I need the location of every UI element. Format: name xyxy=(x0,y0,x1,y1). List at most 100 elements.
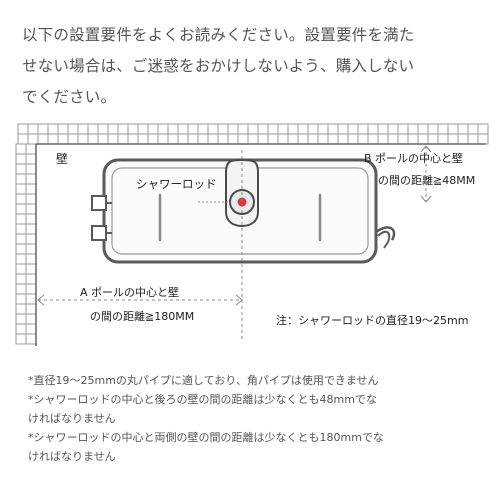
wall-tile xyxy=(25,163,37,175)
wall-tile xyxy=(25,173,37,185)
note-line-2: *シャワーロッドの中心と後ろの壁の間の距離は少なくとも48mmでな xyxy=(28,393,377,406)
wall-tile xyxy=(207,123,219,135)
wall-tile xyxy=(15,293,27,305)
warning-line-3: でください。 xyxy=(22,88,117,106)
wall-tile xyxy=(17,123,29,135)
wall-tile xyxy=(97,123,109,135)
shower-rod xyxy=(229,189,255,215)
wall-tile xyxy=(15,213,27,225)
wall-tile xyxy=(25,283,37,295)
wall-tile xyxy=(97,133,109,145)
wall-tile xyxy=(77,123,89,135)
wall-tile xyxy=(177,123,189,135)
dimension-a-label-line-1: A ポールの中心と壁 xyxy=(80,286,180,299)
wall-tile xyxy=(15,323,27,335)
wall-tile xyxy=(307,133,319,145)
wall-tile xyxy=(27,133,39,145)
wall-tile xyxy=(317,123,329,135)
wall-tile xyxy=(407,133,419,145)
wall-tile xyxy=(147,123,159,135)
wall-tile xyxy=(347,133,359,145)
wall-tile xyxy=(127,133,139,145)
wall-tile xyxy=(227,123,239,135)
warning-line-1: 以下の設置要件をよくお読みください。設置要件を満た xyxy=(22,26,415,44)
wall-tile xyxy=(337,133,349,145)
wall-tile xyxy=(15,173,27,185)
wall-tile xyxy=(25,273,37,285)
wall-tile xyxy=(15,203,27,215)
wall-tile xyxy=(107,123,119,135)
wall-tile xyxy=(15,153,27,165)
wall-tile xyxy=(87,123,99,135)
rod-center-dot xyxy=(237,197,247,207)
wall-tile xyxy=(147,133,159,145)
wall-tile xyxy=(197,133,209,145)
wall-tile xyxy=(15,273,27,285)
wall-tile xyxy=(77,133,89,145)
wall-tile xyxy=(187,123,199,135)
wall-tile xyxy=(367,133,379,145)
wall-tile xyxy=(25,303,37,315)
wall-tile xyxy=(447,123,459,135)
dimension-lines xyxy=(37,145,432,340)
wall-tile xyxy=(137,123,149,135)
wall-tile xyxy=(367,123,379,135)
wall-tile xyxy=(267,123,279,135)
wall-tile xyxy=(167,123,179,135)
wall-tile xyxy=(25,233,37,245)
wall-tile xyxy=(157,133,169,145)
wall-tile xyxy=(287,133,299,145)
wall-tile xyxy=(25,263,37,275)
wall-tile xyxy=(157,123,169,135)
wall-tile xyxy=(307,123,319,135)
wall-tile xyxy=(257,123,269,135)
wall-label: 壁 xyxy=(56,152,69,166)
wall-tile xyxy=(25,313,37,325)
wall-tile xyxy=(397,123,409,135)
wall-tile xyxy=(137,133,149,145)
wall-tile xyxy=(25,223,37,235)
wall-tile xyxy=(47,123,59,135)
wall-tile xyxy=(187,133,199,145)
wall-tile xyxy=(25,143,37,155)
wall-tile xyxy=(357,123,369,135)
wall-tile xyxy=(457,133,469,145)
wall-tile xyxy=(57,133,69,145)
wall-tile xyxy=(47,133,59,145)
wall-tile xyxy=(25,153,37,165)
wall-tile xyxy=(377,133,389,145)
wall-tile xyxy=(15,303,27,315)
wall-tile xyxy=(197,123,209,135)
wall-tile xyxy=(257,133,269,145)
rod-diameter-note: 注：シャワーロッドの直径19〜25mm xyxy=(276,314,469,327)
wall-tile xyxy=(387,123,399,135)
wall-tile xyxy=(15,253,27,265)
wall-tile xyxy=(167,133,179,145)
rod-label: シャワーロッド xyxy=(136,177,217,191)
wall-tile xyxy=(15,283,27,295)
wall-tile xyxy=(397,133,409,145)
wall-tiles xyxy=(15,123,489,345)
note-line-4: *シャワーロッドの中心と両側の壁の間の距離は少なくとも180mmでな xyxy=(28,431,384,444)
wall-tile xyxy=(327,133,339,145)
installation-warning: 以下の設置要件をよくお読みください。設置要件を満た せない場合は、ご迷惑をおかけ… xyxy=(22,20,482,113)
wall-tile xyxy=(247,123,259,135)
wall-tile xyxy=(237,123,249,135)
wall-tile xyxy=(25,203,37,215)
wall-tile xyxy=(117,133,129,145)
wall-tile xyxy=(25,293,37,305)
wall-tile xyxy=(477,123,489,135)
wall-tile xyxy=(387,133,399,145)
wall-tile xyxy=(267,133,279,145)
wall-tile xyxy=(177,133,189,145)
wall-tile xyxy=(15,233,27,245)
warning-line-2: せない場合は、ご迷惑をおかけしないよう、購入しない xyxy=(22,57,415,75)
wall-tile xyxy=(377,123,389,135)
wall-tile xyxy=(477,133,489,145)
wall-tile xyxy=(15,223,27,235)
wall-tile xyxy=(67,123,79,135)
note-line-1: *直径19〜25mmの丸パイプに適しており、角パイプは使用できません xyxy=(28,374,379,387)
wall-tile xyxy=(347,123,359,135)
wall-tile xyxy=(37,123,49,135)
wall-tile xyxy=(15,333,27,345)
